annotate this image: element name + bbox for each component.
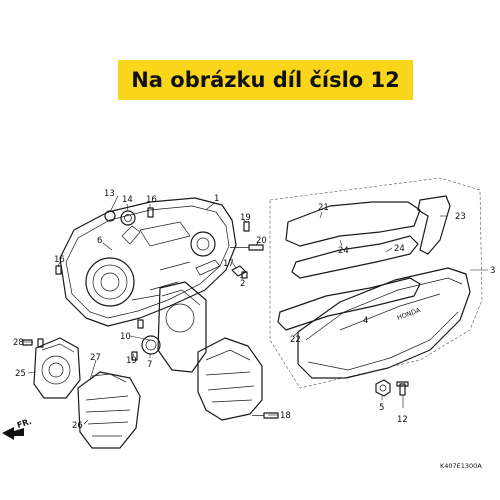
- label-14: 14: [122, 195, 133, 205]
- bolt-12: [396, 381, 409, 396]
- label-7: 7: [147, 360, 152, 370]
- label-23: 23: [455, 212, 466, 222]
- label-4: 4: [363, 316, 368, 326]
- label-10: 10: [120, 332, 131, 342]
- label-28: 28: [13, 338, 24, 348]
- bearing-seal-13-14: [104, 210, 136, 226]
- label-5: 5: [379, 403, 384, 413]
- part-numbers: 13 14 16 1 19 20 6 16 17 2 3 21 23 24 24…: [13, 189, 495, 431]
- label-24-right: 24: [394, 244, 405, 254]
- label-26: 26: [72, 421, 83, 431]
- label-13: 13: [104, 189, 115, 199]
- label-19-bottom: 19: [126, 356, 137, 366]
- left-crankcase-cover: [59, 197, 237, 327]
- title-banner: Na obrázku díl číslo 12: [118, 60, 413, 100]
- bolt-16-left: [55, 265, 62, 275]
- label-27: 27: [90, 353, 101, 363]
- inner-cover-plate: [141, 281, 207, 373]
- label-3: 3: [490, 266, 495, 276]
- label-12: 12: [397, 415, 408, 425]
- label-20: 20: [256, 236, 267, 246]
- bolts-10-19: [131, 319, 144, 361]
- leader-lines: [24, 195, 488, 425]
- bolt-16-top: [147, 207, 154, 218]
- label-22: 22: [290, 335, 301, 345]
- label-16-top: 16: [146, 195, 157, 205]
- label-16-left: 16: [54, 255, 65, 265]
- label-2: 2: [240, 279, 245, 289]
- label-19-top: 19: [240, 213, 251, 223]
- label-25: 25: [15, 369, 26, 379]
- front-arrow-icon: [2, 427, 24, 440]
- label-6: 6: [97, 236, 102, 246]
- front-direction-indicator: FR.: [2, 417, 33, 440]
- front-label: FR.: [16, 417, 33, 430]
- label-24-left: 24: [338, 246, 349, 256]
- cover-boundary-outline: [269, 177, 483, 389]
- air-filter-cover: [77, 371, 141, 449]
- air-duct-housing: [197, 337, 279, 421]
- cover-brand-text: HONDA: [396, 306, 422, 322]
- diagram-code: K407E1300A: [440, 462, 482, 470]
- bolt-28: [22, 339, 33, 346]
- nut-5: [375, 379, 391, 397]
- label-21: 21: [318, 203, 329, 213]
- duct-bracket-23: [417, 195, 451, 255]
- seal-strips: [277, 201, 421, 331]
- clip-2-17: [231, 265, 248, 279]
- label-18: 18: [280, 411, 291, 421]
- label-17: 17: [223, 259, 234, 269]
- lower-left-duct: [33, 337, 81, 399]
- label-1: 1: [214, 194, 219, 204]
